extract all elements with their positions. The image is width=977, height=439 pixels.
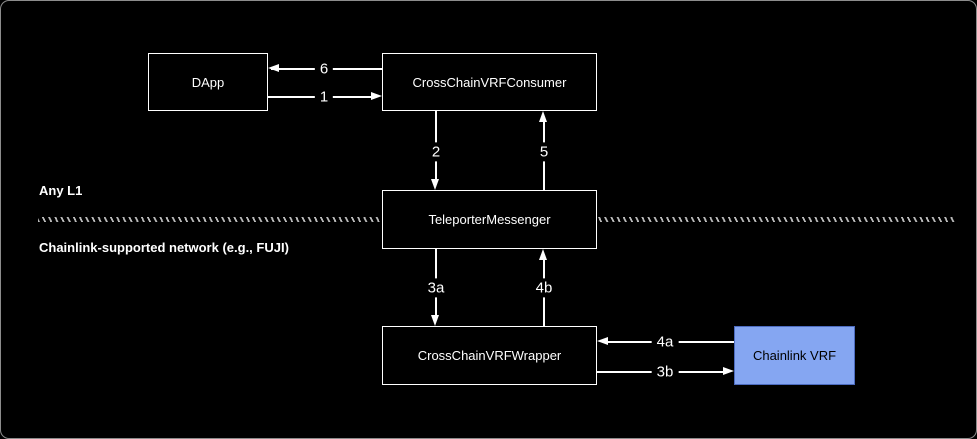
- node-teleporter-messenger-label: TeleporterMessenger: [428, 212, 551, 227]
- arrowhead-down-icon: [431, 315, 439, 326]
- edge-label-step3b: 3b: [651, 362, 679, 382]
- arrowhead-up-icon: [539, 111, 547, 122]
- region-label-chainlink-network: Chainlink-supported network (e.g., FUJI): [39, 240, 289, 255]
- arrowhead-right-icon: [723, 367, 734, 375]
- edge-label-step6: 6: [314, 59, 334, 79]
- arrowhead-right-icon: [371, 92, 382, 100]
- edge-label-step5: 5: [534, 142, 554, 162]
- node-crosschain-vrf-consumer: CrossChainVRFConsumer: [382, 53, 597, 111]
- node-dapp-label: DApp: [191, 74, 225, 90]
- region-label-any-l1: Any L1: [39, 183, 83, 198]
- edge-label-step4a: 4a: [651, 332, 679, 352]
- node-teleporter-messenger: TeleporterMessenger: [382, 190, 597, 249]
- arrowhead-down-icon: [431, 179, 439, 190]
- node-chainlink-vrf: Chainlink VRF: [734, 326, 855, 385]
- node-crosschain-vrf-consumer-label: CrossChainVRFConsumer: [412, 74, 567, 90]
- node-crosschain-vrf-wrapper-label: CrossChainVRFWrapper: [417, 348, 562, 363]
- node-crosschain-vrf-wrapper: CrossChainVRFWrapper: [382, 326, 597, 385]
- arrowhead-up-icon: [539, 249, 547, 260]
- node-chainlink-vrf-label: Chainlink VRF: [752, 348, 837, 363]
- arrowhead-left-icon: [268, 64, 279, 72]
- arrowhead-left-icon: [597, 337, 608, 345]
- edge-label-step3a: 3a: [422, 278, 450, 298]
- edge-label-step2: 2: [426, 142, 446, 162]
- node-dapp: DApp: [148, 53, 268, 111]
- edge-label-step4b: 4b: [530, 278, 558, 298]
- edge-label-step1: 1: [314, 87, 334, 107]
